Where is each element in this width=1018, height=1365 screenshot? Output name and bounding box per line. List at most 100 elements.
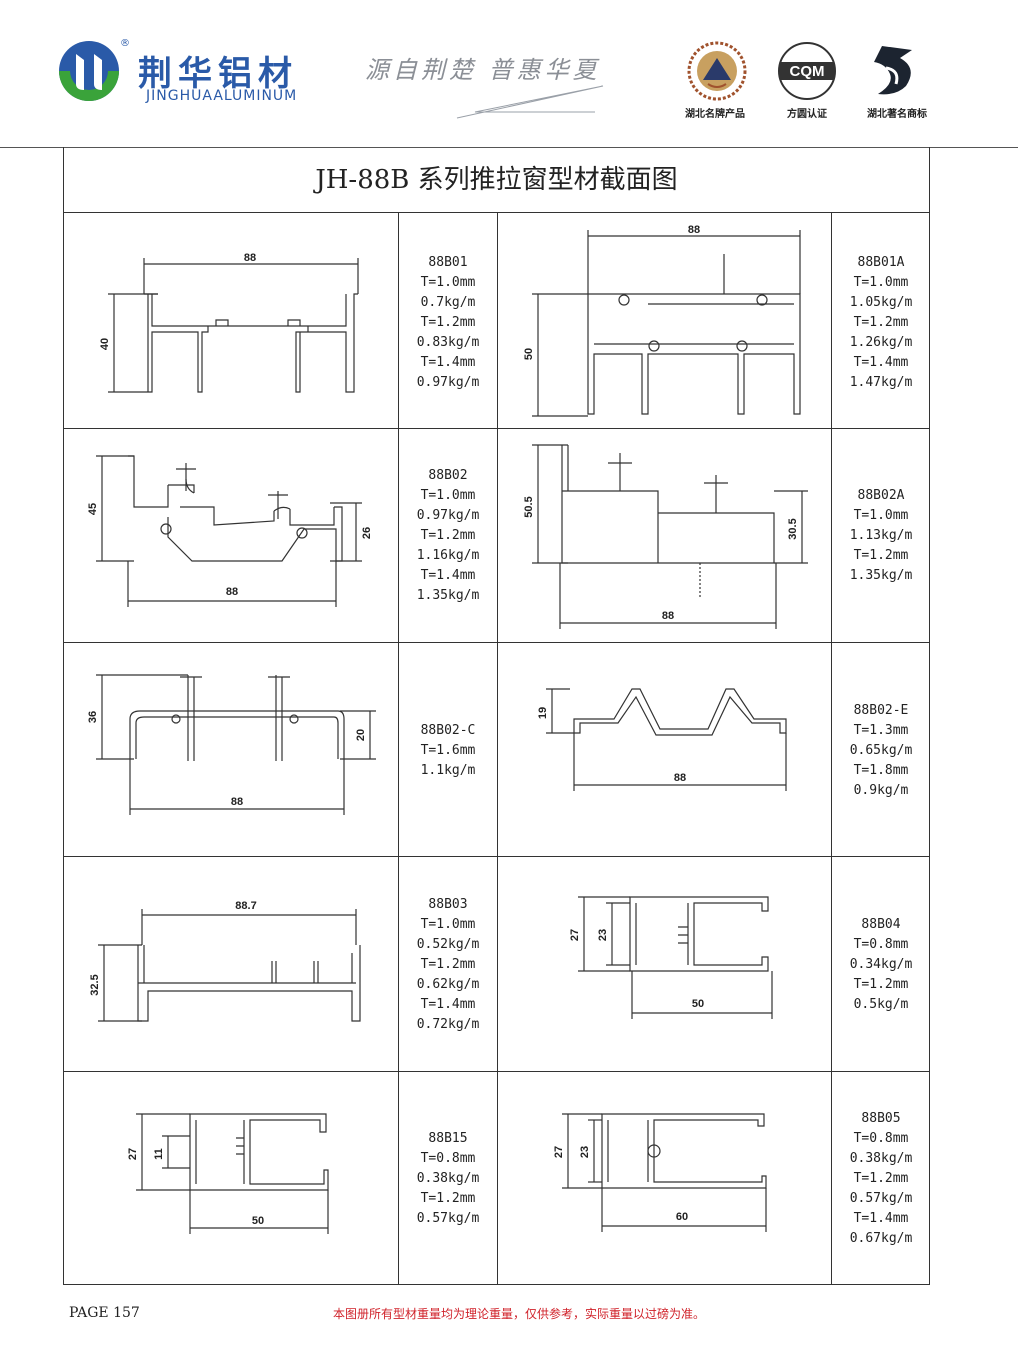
col-divider — [497, 213, 498, 1285]
profile-code: 88B02 — [428, 468, 468, 483]
profile-spec-line: 0.62kg/m — [416, 977, 480, 992]
cqm-badge-text: CQM — [790, 63, 825, 80]
cqm-certified-badge-icon: CQM — [778, 42, 836, 100]
profile-drawing-88B02-E: 19 88 — [537, 688, 787, 791]
dim-width: 88.7 — [235, 900, 256, 912]
profile-spec-line: 0.34kg/m — [849, 957, 913, 972]
profile-drawing-88B02: 45 26 88 — [87, 455, 373, 607]
profile-spec-line: T=1.8mm — [853, 763, 909, 778]
brand-name-en: JINGHUAALUMINUM — [146, 88, 298, 104]
dim-inner-height: 20 — [355, 729, 367, 741]
profile-spec-line: T=0.8mm — [853, 937, 909, 952]
dim-width: 50 — [252, 1215, 264, 1227]
profile-spec-line: 1.05kg/m — [849, 295, 913, 310]
profile-code: 88B02-E — [853, 703, 909, 718]
dim-height: 50 — [523, 348, 535, 360]
dim-height: 40 — [99, 338, 111, 350]
profile-drawing-88B05: 27 23 60 — [553, 1113, 767, 1232]
dim-height: 32.5 — [89, 974, 101, 995]
dim-height: 45 — [87, 503, 99, 515]
profile-drawing-88B01A: 88 50 — [523, 224, 801, 417]
dim-height: 27 — [569, 929, 581, 941]
slogan-swash-decoration — [456, 85, 604, 119]
profile-drawing-88B15: 27 11 50 — [127, 1113, 329, 1234]
profile-spec-line: 0.57kg/m — [849, 1191, 913, 1206]
profile-spec-line: 1.35kg/m — [416, 588, 480, 603]
profile-drawing-88B03: 88.7 32.5 — [89, 900, 361, 1022]
profile-spec-line: T=1.2mm — [853, 977, 909, 992]
col-divider — [831, 213, 832, 1285]
header-divider — [0, 147, 1018, 148]
profile-spec-line: 0.7kg/m — [420, 295, 476, 310]
cert-caption-cqm: 方圆认证 — [787, 109, 827, 120]
dim-height: 36 — [87, 711, 99, 723]
profile-spec-line: 0.97kg/m — [416, 375, 480, 390]
slogan: 源自荆楚 普惠华夏 — [365, 56, 601, 84]
dim-width: 88 — [244, 252, 256, 264]
profile-code: 88B02A — [857, 488, 905, 503]
profile-spec-line: T=1.4mm — [853, 1211, 909, 1226]
profile-drawing-88B04: 27 23 50 — [569, 896, 773, 1019]
profile-spec-line: 1.35kg/m — [849, 568, 913, 583]
profile-spec-line: T=1.2mm — [853, 315, 909, 330]
profile-spec-line: T=1.0mm — [853, 508, 909, 523]
profile-spec-line: T=1.2mm — [420, 315, 476, 330]
profile-code: 88B01A — [857, 255, 905, 270]
row-divider — [63, 642, 930, 643]
profile-spec-line: 1.47kg/m — [849, 375, 913, 390]
profile-spec-line: 0.97kg/m — [416, 508, 480, 523]
profile-code: 88B15 — [428, 1131, 468, 1146]
profile-spec-line: 0.83kg/m — [416, 335, 480, 350]
col-divider — [398, 213, 399, 1285]
jinghua-logo-icon — [59, 41, 119, 101]
profile-drawing-88B02A: 50.5 30.5 88 — [523, 444, 808, 629]
dim-inner-height: 23 — [597, 929, 609, 941]
dim-width: 88 — [231, 796, 243, 808]
profile-spec-line: 1.26kg/m — [849, 335, 913, 350]
row-divider — [63, 856, 930, 857]
dim-height: 27 — [553, 1146, 565, 1158]
famous-trademark-icon — [874, 46, 912, 95]
profile-spec-line: 0.72kg/m — [416, 1017, 480, 1032]
profile-code: 88B01 — [428, 255, 468, 270]
profile-spec-line: T=1.3mm — [853, 723, 909, 738]
row-divider — [63, 1071, 930, 1072]
profile-spec-line: T=0.8mm — [853, 1131, 909, 1146]
profile-spec-line: 1.1kg/m — [420, 763, 476, 778]
profile-spec-line: T=1.2mm — [420, 528, 476, 543]
profile-spec-line: 0.38kg/m — [416, 1171, 480, 1186]
dim-inner-height: 26 — [361, 527, 373, 539]
profile-spec-line: T=1.4mm — [420, 997, 476, 1012]
dim-inner-height: 23 — [579, 1146, 591, 1158]
profile-spec-line: 0.5kg/m — [853, 997, 909, 1012]
profile-spec-line: 0.9kg/m — [853, 783, 909, 798]
dim-width: 88 — [662, 610, 674, 622]
profile-spec-line: 0.65kg/m — [849, 743, 913, 758]
profile-spec-line: 0.67kg/m — [849, 1231, 913, 1246]
page-number: PAGE 157 — [69, 1305, 140, 1321]
profile-spec-line: T=1.2mm — [853, 548, 909, 563]
registered-mark: ® — [120, 38, 130, 49]
profile-spec-line: 1.16kg/m — [416, 548, 480, 563]
dim-inner-height: 30.5 — [787, 518, 799, 539]
weight-disclaimer: 本图册所有型材重量均为理论重量，仅供参考，实际重量以过磅为准。 — [333, 1307, 706, 1321]
dim-height: 19 — [537, 707, 549, 719]
brand-name-cn: 荆华铝材 — [138, 54, 298, 94]
dim-height: 50.5 — [523, 496, 535, 517]
dim-width: 60 — [676, 1211, 688, 1223]
profile-spec-line: T=1.0mm — [420, 488, 476, 503]
profile-spec-line: T=1.4mm — [420, 355, 476, 370]
profile-drawing-88B02-C: 36 20 88 — [87, 674, 376, 815]
profile-spec-line: 0.52kg/m — [416, 937, 480, 952]
profile-spec-line: T=0.8mm — [420, 1151, 476, 1166]
profile-spec-line: T=1.4mm — [853, 355, 909, 370]
